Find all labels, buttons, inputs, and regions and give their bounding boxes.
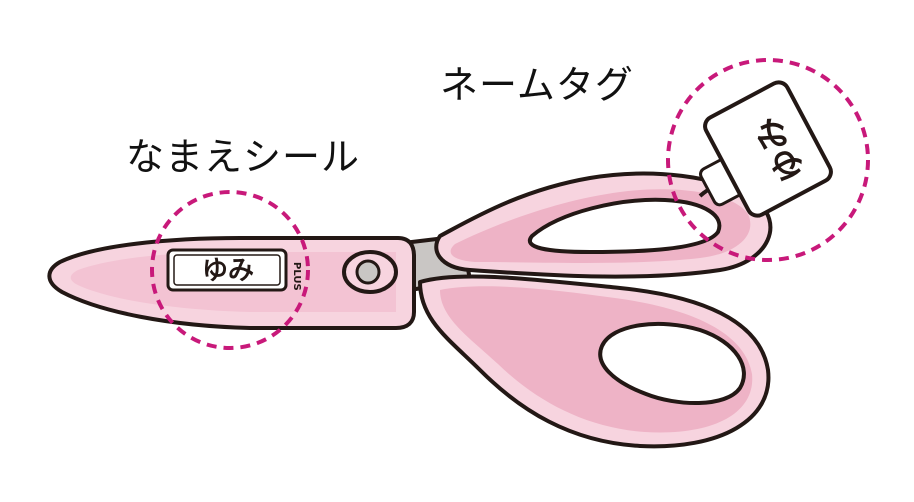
caption-name-tag: ネームタグ bbox=[440, 63, 634, 107]
upper-handle bbox=[434, 171, 773, 279]
caption-name-sticker: なまえシール bbox=[126, 135, 361, 179]
brand-text: PLUS bbox=[291, 262, 302, 291]
dashed-highlight-circle bbox=[150, 190, 310, 350]
dashed-highlight-circle bbox=[666, 58, 870, 262]
blade-cover: ゆみ PLUS bbox=[47, 236, 416, 330]
sticker-name-text: ゆみ bbox=[202, 256, 254, 286]
name-tag-card bbox=[703, 80, 833, 218]
name-tag: ゆみ bbox=[698, 80, 833, 218]
lower-handle bbox=[418, 274, 771, 449]
name-sticker bbox=[166, 248, 288, 292]
